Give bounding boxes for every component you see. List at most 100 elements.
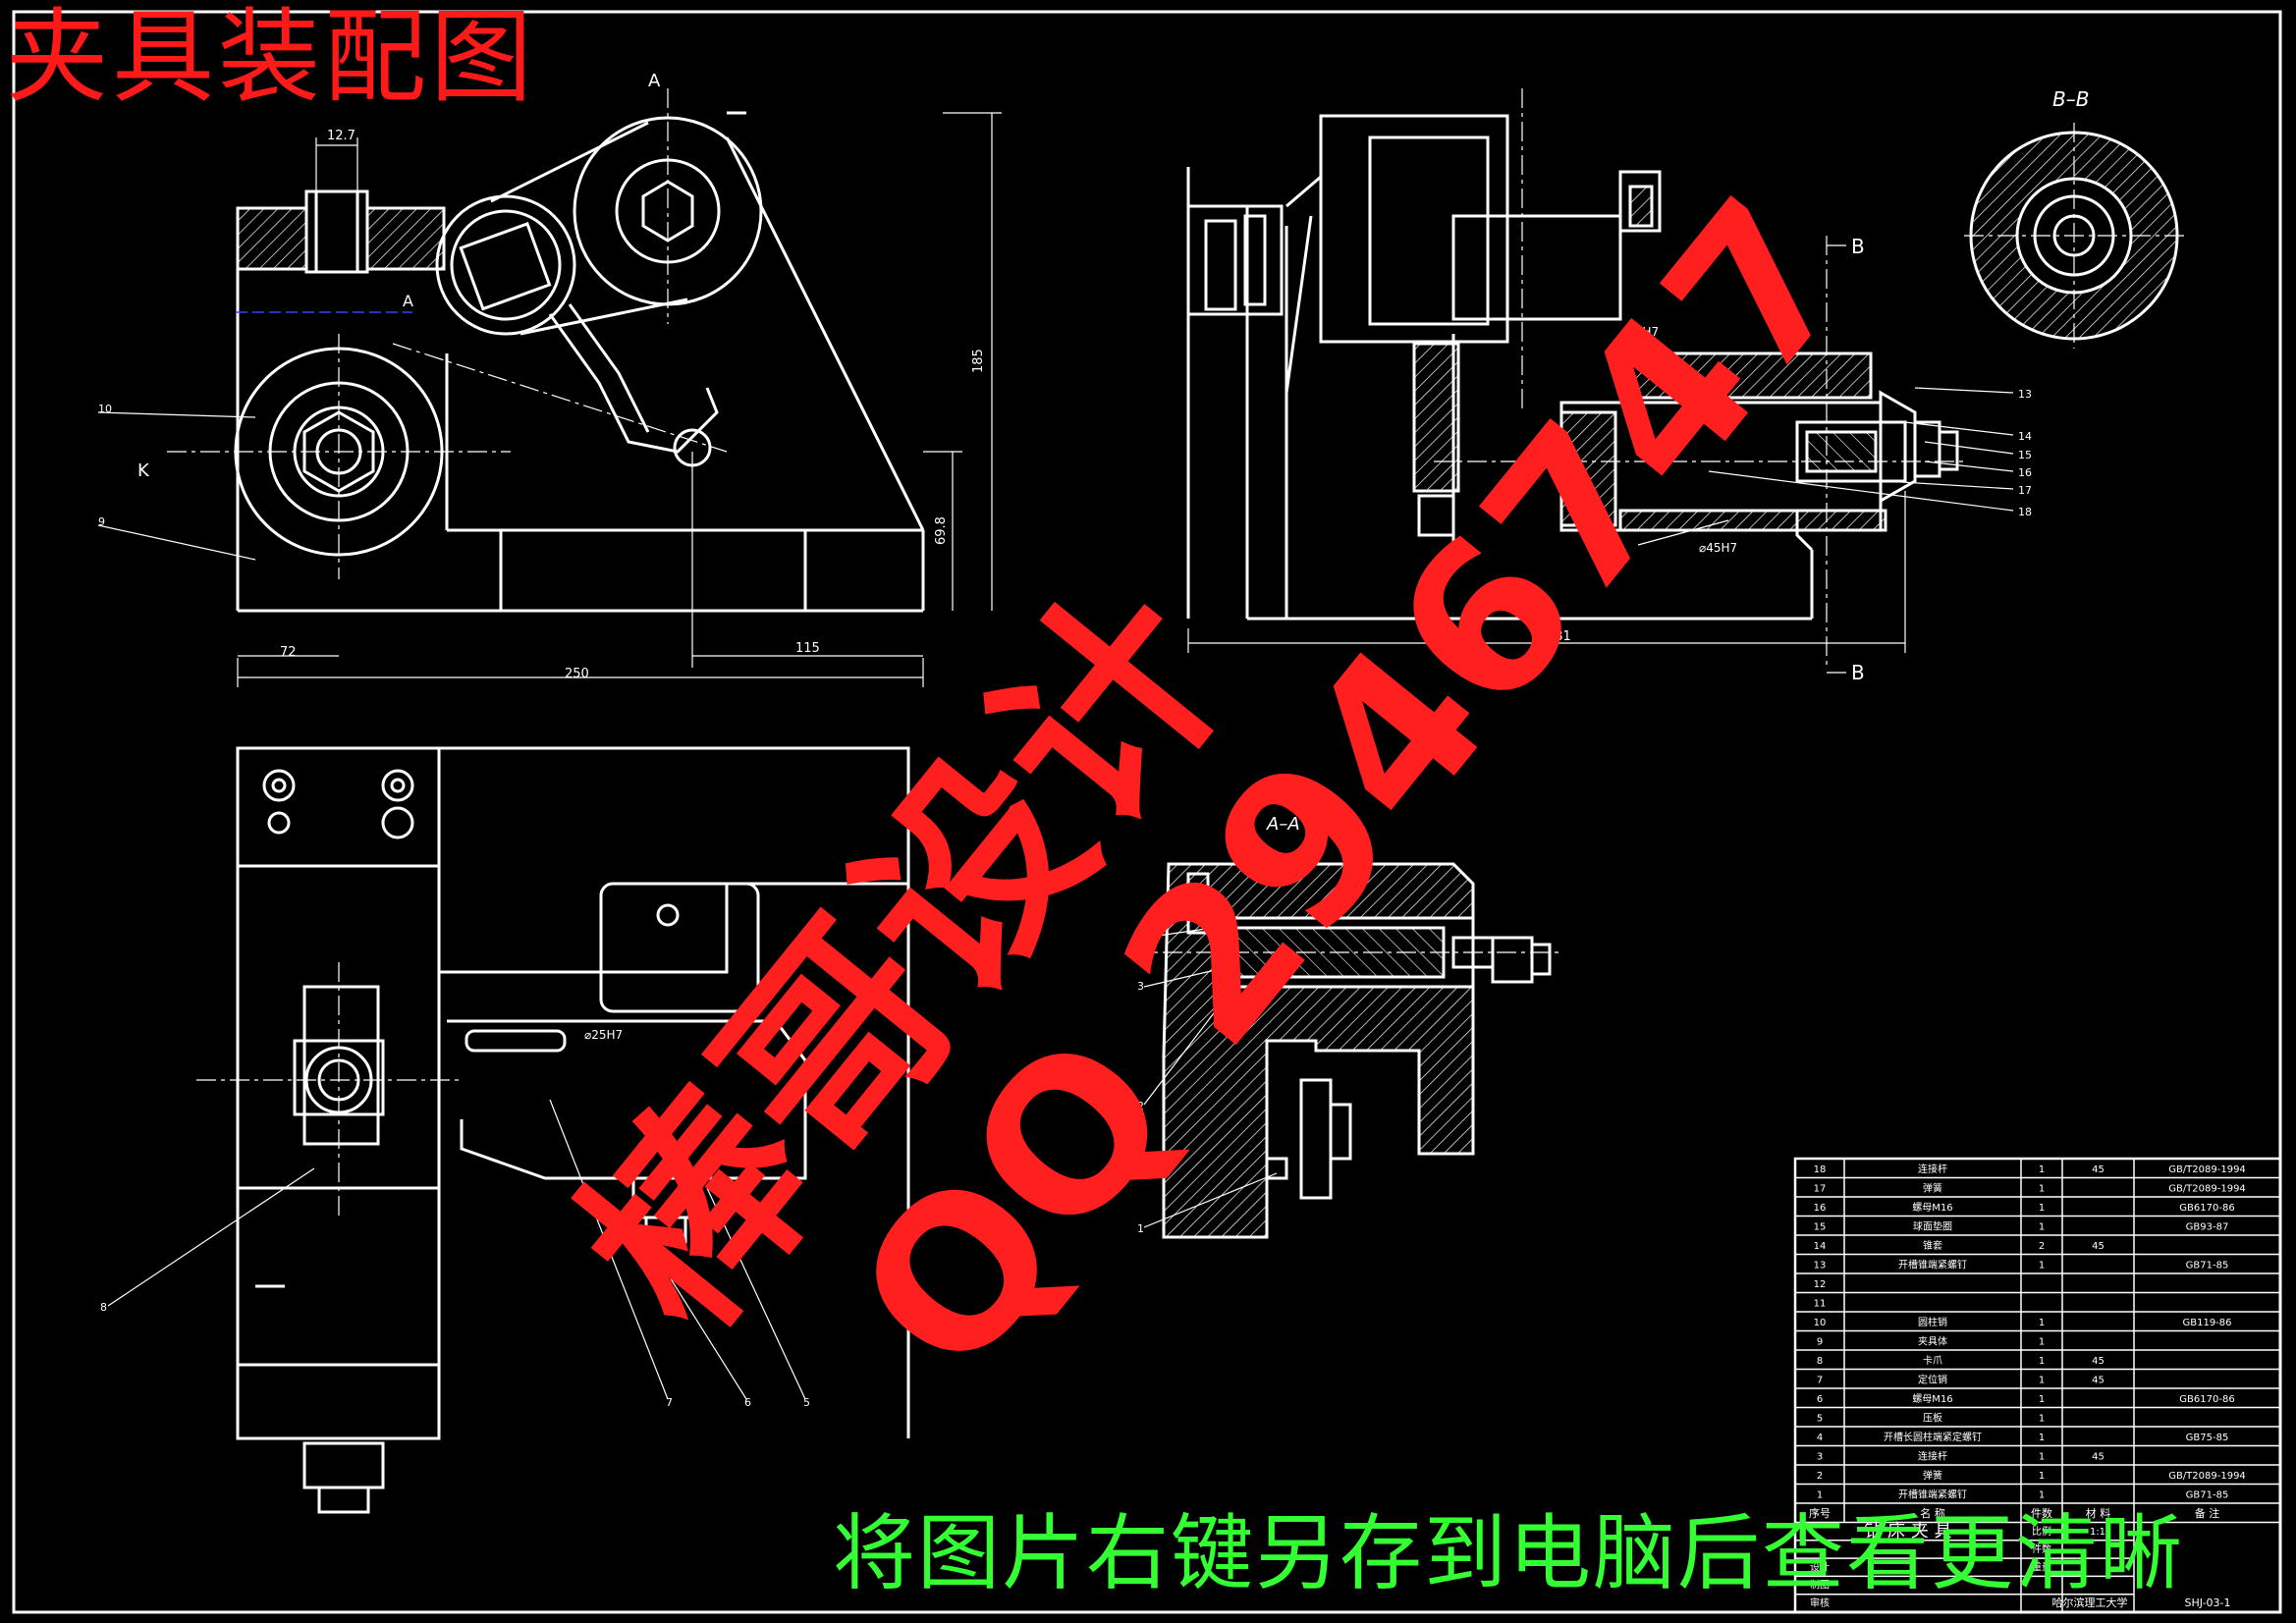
dim-185: 185: [971, 349, 986, 373]
bom-header-name: 名 称: [1920, 1506, 1945, 1520]
balloon-18: 18: [2018, 506, 2032, 518]
bom-cell-qty: 1: [2039, 1414, 2045, 1425]
section-b-top: B: [1851, 235, 1865, 258]
bom-cell-no: 13: [1814, 1261, 1827, 1271]
bom-cell-name: 连接杆: [1918, 1450, 1947, 1463]
bom-cell-note: GB71-85: [2186, 1261, 2229, 1271]
bom-cell-qty: 1: [2039, 1394, 2045, 1405]
dim-25: ⌀25H7: [584, 1028, 623, 1042]
bom-header-no: 序号: [1809, 1506, 1831, 1520]
view-k-label: K: [137, 460, 150, 481]
bom-cell-name: 开槽长圆柱端紧定螺钉: [1884, 1431, 1982, 1443]
balloon-17: 17: [2018, 484, 2032, 497]
tb-code: SHJ-03-1: [2184, 1596, 2230, 1609]
section-aa-labels: A–A 4 3 2 1: [1137, 814, 1300, 1235]
bom-cell-note: GB/T2089-1994: [2168, 1184, 2246, 1195]
bom-cell-qty: 1: [2039, 1337, 2045, 1348]
front-view-labels: 12.7 72 115 250 185 69.8 K A A 10 9: [98, 71, 986, 681]
bom-cell-note: GB6170-86: [2179, 1203, 2234, 1214]
tb-scale-label: 比例: [2032, 1525, 2051, 1538]
balloon-16: 16: [2018, 466, 2032, 479]
balloon-1: 1: [1137, 1222, 1144, 1235]
bom-cell-qty: 1: [2039, 1203, 2045, 1214]
balloon-4: 4: [1137, 931, 1144, 944]
balloon-10: 10: [98, 403, 112, 415]
bom-cell-qty: 1: [2039, 1433, 2045, 1443]
bom-cell-name: 夹具体: [1918, 1335, 1947, 1348]
tb-check-label: 审核: [1810, 1596, 1830, 1609]
bom-header-qty: 件数: [2031, 1507, 2052, 1520]
balloon-14: 14: [2018, 430, 2032, 443]
bom-cell-no: 4: [1817, 1433, 1823, 1443]
bom-cell-name: 连接杆: [1918, 1163, 1947, 1175]
bom-cell-mat: 45: [2092, 1164, 2105, 1175]
bom-cell-name: 开槽锥端紧螺钉: [1898, 1259, 1967, 1271]
balloon-6: 6: [744, 1396, 751, 1409]
bom-cell-no: 15: [1814, 1222, 1827, 1233]
bom-cell-no: 7: [1817, 1376, 1823, 1386]
bom-cell-name: 开槽锥端紧螺钉: [1898, 1488, 1967, 1501]
bom-cell-name: 球面垫圈: [1913, 1220, 1952, 1233]
bom-header-note: 备 注: [2195, 1506, 2220, 1520]
section-aa-view: [1129, 862, 1561, 1239]
balloon-7: 7: [666, 1396, 673, 1409]
tb-qty-label: 件数: [2032, 1542, 2051, 1555]
bom-cell-qty: 1: [2039, 1184, 2045, 1195]
tb-design-label: 设计: [1810, 1560, 1830, 1573]
tb-school: 哈尔滨理工大学: [2052, 1596, 2128, 1609]
section-bb-view: [1964, 123, 2185, 349]
bom-cell-no: 18: [1814, 1164, 1827, 1175]
bom-cell-qty: 1: [2039, 1318, 2045, 1328]
dim-45: ⌀45H7: [1699, 541, 1737, 555]
bom-cell-no: 12: [1814, 1279, 1827, 1290]
balloon-13: 13: [2018, 388, 2032, 401]
balloon-3: 3: [1137, 980, 1144, 993]
bom-cell-note: GB75-85: [2186, 1433, 2229, 1443]
balloon-2: 2: [1137, 1100, 1144, 1112]
bom-cell-qty: 1: [2039, 1471, 2045, 1482]
watermark-save-hint: 将图片右键另存到电脑后查看更清晰: [833, 1505, 2185, 1601]
balloon-5: 5: [803, 1396, 810, 1409]
top-view-labels: ⌀25H7 8 7 6 5: [100, 1028, 810, 1409]
bom-cell-no: 2: [1817, 1471, 1823, 1482]
bom-cell-qty: 1: [2039, 1164, 2045, 1175]
balloon-9: 9: [98, 515, 105, 528]
bom-cell-qty: 1: [2039, 1356, 2045, 1367]
section-bb-title: B–B: [2052, 87, 2089, 111]
bom-cell-note: GB6170-86: [2179, 1394, 2234, 1405]
drawing-title: 夹具装配图: [6, 0, 537, 117]
dim-281: 281: [1547, 629, 1571, 644]
tb-name: 钻 床 夹 具: [1864, 1521, 1951, 1542]
top-view: [107, 746, 910, 1514]
dim-32: ⌀32H7: [1620, 325, 1659, 339]
bom-cell-note: GB119-86: [2182, 1318, 2231, 1328]
bom-cell-name: 压板: [1923, 1412, 1942, 1425]
drawing-border: [12, 10, 2282, 1614]
balloon-15: 15: [2018, 449, 2032, 461]
bom-cell-qty: 1: [2039, 1222, 2045, 1233]
bom-cell-qty: 2: [2039, 1241, 2045, 1252]
bom-cell-no: 10: [1814, 1318, 1827, 1328]
bom-cell-qty: 1: [2039, 1452, 2045, 1463]
bom-cell-name: 螺母M16: [1912, 1202, 1952, 1214]
front-view: [97, 88, 1002, 687]
side-view-labels: 281 ⌀32H7 ⌀45H7 B B 13 14 15 16 17 18: [1547, 235, 2032, 684]
bom-cell-note: GB93-87: [2186, 1222, 2229, 1233]
balloon-8: 8: [100, 1301, 107, 1314]
bom-cell-qty: 1: [2039, 1261, 2045, 1271]
bom-cell-no: 5: [1817, 1414, 1823, 1425]
dim-250: 250: [565, 667, 589, 681]
dim-69-8: 69.8: [934, 516, 949, 545]
bom-header-mat: 材 料: [2086, 1506, 2111, 1520]
bom-cell-qty: 1: [2039, 1376, 2045, 1386]
bom-cell-qty: 1: [2039, 1490, 2045, 1501]
bom-cell-name: 弹簧: [1923, 1469, 1942, 1482]
bom-cell-no: 9: [1817, 1337, 1823, 1348]
bom-cell-no: 1: [1817, 1490, 1823, 1501]
section-b-bottom: B: [1851, 661, 1865, 684]
bom-cell-name: 弹簧: [1923, 1182, 1942, 1195]
bom-cell-mat: 45: [2092, 1356, 2105, 1367]
bom-cell-no: 8: [1817, 1356, 1823, 1367]
